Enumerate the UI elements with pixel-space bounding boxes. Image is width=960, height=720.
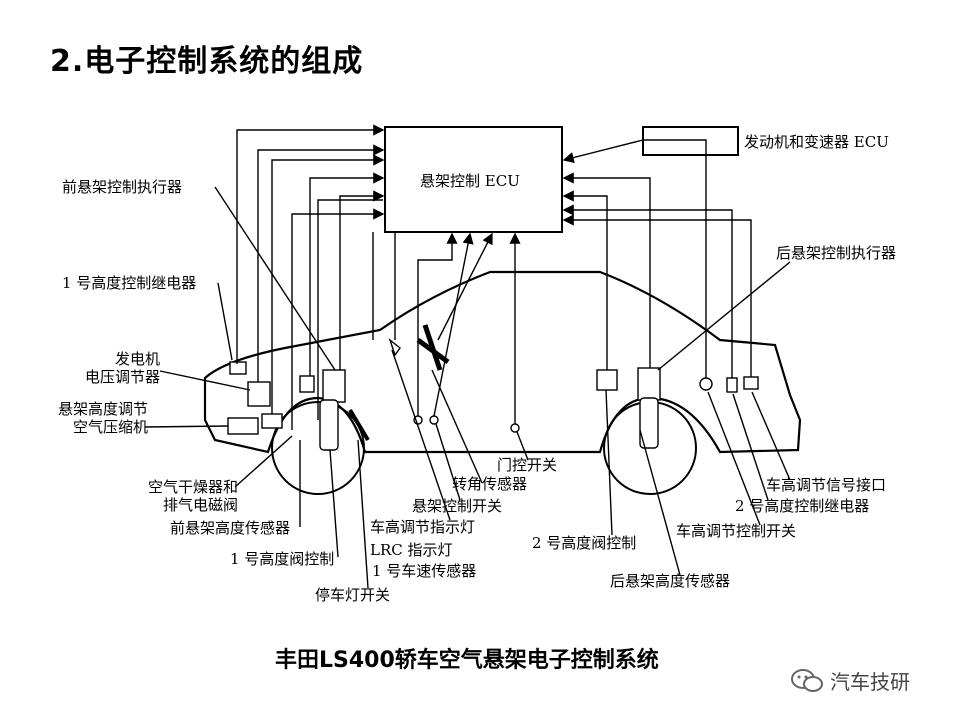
rear-actuator-shape <box>637 367 661 401</box>
signal-connector-label: 车高调节信号接口 <box>766 476 887 494</box>
height-switch-shape <box>699 377 713 391</box>
relay2-label: 2 号高度控制继电器 <box>735 497 870 515</box>
valve2-shape <box>596 369 618 391</box>
page-title: 2.电子控制系统的组成 <box>50 44 364 79</box>
steering-sensor-label: 转角传感器 <box>452 475 528 493</box>
valve1-label: 1 号高度阀控制 <box>230 550 335 568</box>
engine-ecu-label: 发动机和变速器 ECU <box>744 133 889 151</box>
engine-ecu-box <box>642 126 739 156</box>
compressor-shape <box>227 417 259 435</box>
susp-switch-label: 悬架控制开关 <box>412 497 503 515</box>
brake-pedal <box>348 408 370 442</box>
rear-height-sensor-label: 后悬架高度传感器 <box>610 572 731 590</box>
alternator-label-2: 电压调节器 <box>84 368 160 386</box>
front-actuator-shape <box>322 369 346 403</box>
front-strut <box>319 399 339 451</box>
dryer-label-1: 空气干燥器和 <box>147 478 238 496</box>
door-switch-label: 门控开关 <box>497 456 558 474</box>
watermark-text: 汽车技研 <box>830 670 910 694</box>
door-switch-shape <box>510 423 520 433</box>
relay1-shape <box>229 361 247 375</box>
alternator-shape <box>247 381 271 407</box>
dryer-shape <box>261 413 283 429</box>
indicator-lamp <box>388 337 401 357</box>
alternator-label-1: 发电机 <box>114 350 160 368</box>
front-height-sensor-label: 前悬架高度传感器 <box>170 519 291 537</box>
front-actuator-label: 前悬架控制执行器 <box>62 178 183 196</box>
switch-b <box>429 415 439 425</box>
compressor-label-2: 空气压缩机 <box>72 418 148 436</box>
compressor-label-1: 悬架高度调节 <box>57 400 148 418</box>
figure-caption: 丰田LS400轿车空气悬架电子控制系统 <box>275 648 659 673</box>
relay2-shape <box>726 377 738 393</box>
watermark: 汽车技研 <box>790 666 910 695</box>
lrc-indicator-label: LRC 指示灯 <box>370 541 453 559</box>
dryer-label-2: 排气电磁阀 <box>162 496 238 514</box>
valve1-shape <box>299 375 315 393</box>
connector-shape <box>743 376 759 390</box>
height-switch-label: 车高调节控制开关 <box>676 522 797 540</box>
speed-sensor-label: 1 号车速传感器 <box>372 562 477 580</box>
rear-strut <box>639 397 659 449</box>
suspension-ecu-box <box>384 126 563 233</box>
height-indicator-label: 车高调节指示灯 <box>370 518 476 536</box>
relay1-label: 1 号高度控制继电器 <box>62 274 197 292</box>
wechat-icon <box>791 668 823 692</box>
rear-actuator-label: 后悬架控制执行器 <box>776 244 897 262</box>
suspension-ecu-label: 悬架控制 ECU <box>420 172 520 190</box>
stop-lamp-label: 停车灯开关 <box>315 586 391 604</box>
steering-column <box>416 324 450 371</box>
valve2-label: 2 号高度阀控制 <box>532 534 637 552</box>
car-body-outline <box>203 270 802 454</box>
